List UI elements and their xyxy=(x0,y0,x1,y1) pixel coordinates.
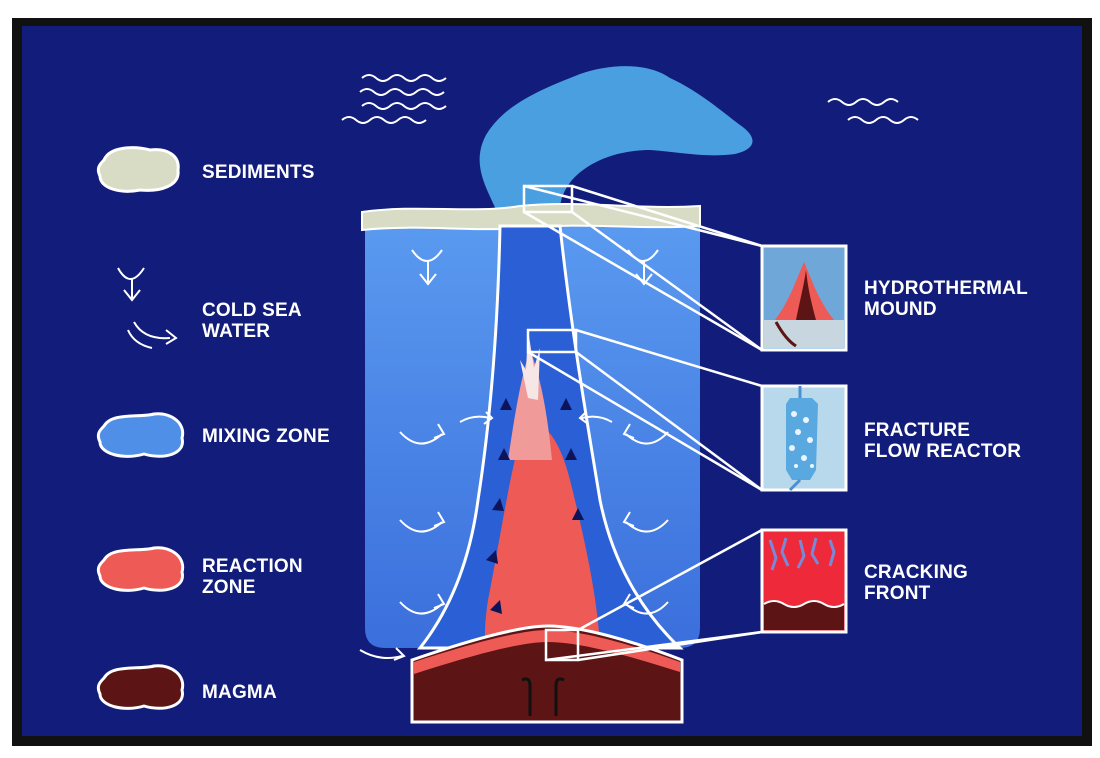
cold-sea-water-arrows xyxy=(118,268,176,348)
hydrothermal-plume xyxy=(480,66,753,214)
inset-label-hydrothermal-line1: HYDROTHERMAL xyxy=(864,278,1028,299)
mixing-zone-swatch xyxy=(98,414,182,457)
inset-hydrothermal-mound xyxy=(762,246,846,350)
inset-label-cracking-line1: CRACKING xyxy=(864,562,968,583)
inset-label-cracking-line2: FRONT xyxy=(864,583,930,604)
inset-label-fracture-line2: FLOW REACTOR xyxy=(864,441,1021,462)
inset-label-hydrothermal-line2: MOUND xyxy=(864,299,937,320)
sea-wave-marks-right xyxy=(828,99,918,123)
inset-fracture-flow-reactor xyxy=(762,386,846,490)
inset-cracking-front xyxy=(762,530,846,632)
legend-label-reaction-zone-line1: REACTION xyxy=(202,556,303,577)
legend-label-cold-sea-water-line1: COLD SEA xyxy=(202,300,302,321)
reaction-zone-swatch xyxy=(98,548,182,591)
legend-label-mixing-zone: MIXING ZONE xyxy=(202,426,330,447)
legend-label-sediments: SEDIMENTS xyxy=(202,162,315,183)
magma-swatch xyxy=(98,666,182,709)
legend-label-reaction-zone-line2: ZONE xyxy=(202,577,256,598)
legend-label-cold-sea-water-line2: WATER xyxy=(202,321,270,342)
sediments-swatch xyxy=(98,148,178,192)
legend-label-magma: MAGMA xyxy=(202,682,277,703)
inset-label-fracture-line1: FRACTURE xyxy=(864,420,970,441)
sea-wave-marks-left xyxy=(342,75,446,123)
